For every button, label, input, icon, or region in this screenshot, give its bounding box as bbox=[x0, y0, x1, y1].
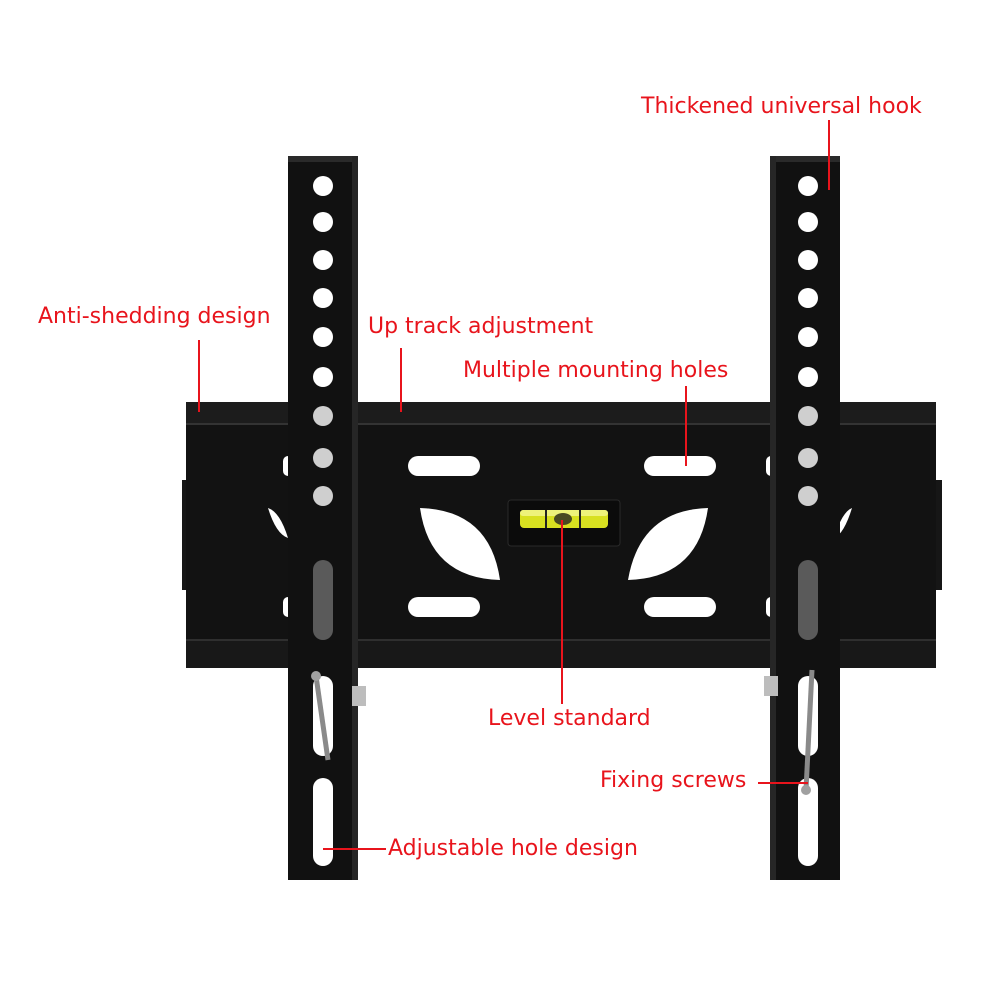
arm-slot bbox=[798, 778, 818, 866]
arm-hole bbox=[798, 406, 818, 426]
callout-thickened-universal-hook: Thickened universal hook bbox=[641, 94, 922, 119]
arm-slot bbox=[798, 560, 818, 640]
arm-slot bbox=[313, 560, 333, 640]
arm-hole bbox=[798, 250, 818, 270]
bracket-body bbox=[182, 156, 942, 880]
arm-hole bbox=[313, 176, 333, 196]
arm-hole bbox=[313, 367, 333, 387]
arm-hole bbox=[313, 288, 333, 308]
right-vertical-arm bbox=[770, 156, 840, 880]
arm-hole bbox=[798, 486, 818, 506]
arm-hole bbox=[313, 327, 333, 347]
arm-hole bbox=[798, 327, 818, 347]
arm-hole bbox=[798, 367, 818, 387]
arm-hole bbox=[313, 486, 333, 506]
arm-hole bbox=[313, 212, 333, 232]
plate-slot bbox=[644, 456, 716, 476]
arm-slot bbox=[313, 778, 333, 866]
arm-hole bbox=[798, 448, 818, 468]
plate-slot bbox=[408, 597, 480, 617]
arm-hole bbox=[798, 288, 818, 308]
wall-plate-top-rail bbox=[186, 402, 936, 424]
plate-slot bbox=[408, 456, 480, 476]
callout-multiple-mounting-holes: Multiple mounting holes bbox=[463, 358, 729, 383]
arm-hole bbox=[798, 212, 818, 232]
plate-slot bbox=[644, 597, 716, 617]
plate-cutout bbox=[628, 508, 708, 580]
arm-hole bbox=[798, 176, 818, 196]
plate-cutout bbox=[420, 508, 500, 580]
callout-anti-shedding-design: Anti-shedding design bbox=[38, 304, 271, 329]
leader-lines bbox=[198, 120, 830, 850]
left-vertical-arm bbox=[288, 156, 358, 880]
callout-fixing-screws: Fixing screws bbox=[600, 768, 747, 793]
callout-level-standard: Level standard bbox=[488, 706, 651, 731]
screw-icon bbox=[311, 671, 366, 761]
plate-cutout bbox=[268, 508, 288, 538]
screw-icon bbox=[764, 669, 815, 795]
callout-up-track-adjustment: Up track adjustment bbox=[368, 314, 594, 339]
bubble-level-icon bbox=[507, 499, 621, 547]
arm-hole bbox=[313, 406, 333, 426]
arm-hole bbox=[313, 250, 333, 270]
callout-adjustable-hole-design: Adjustable hole design bbox=[388, 836, 638, 861]
arm-hole bbox=[313, 448, 333, 468]
